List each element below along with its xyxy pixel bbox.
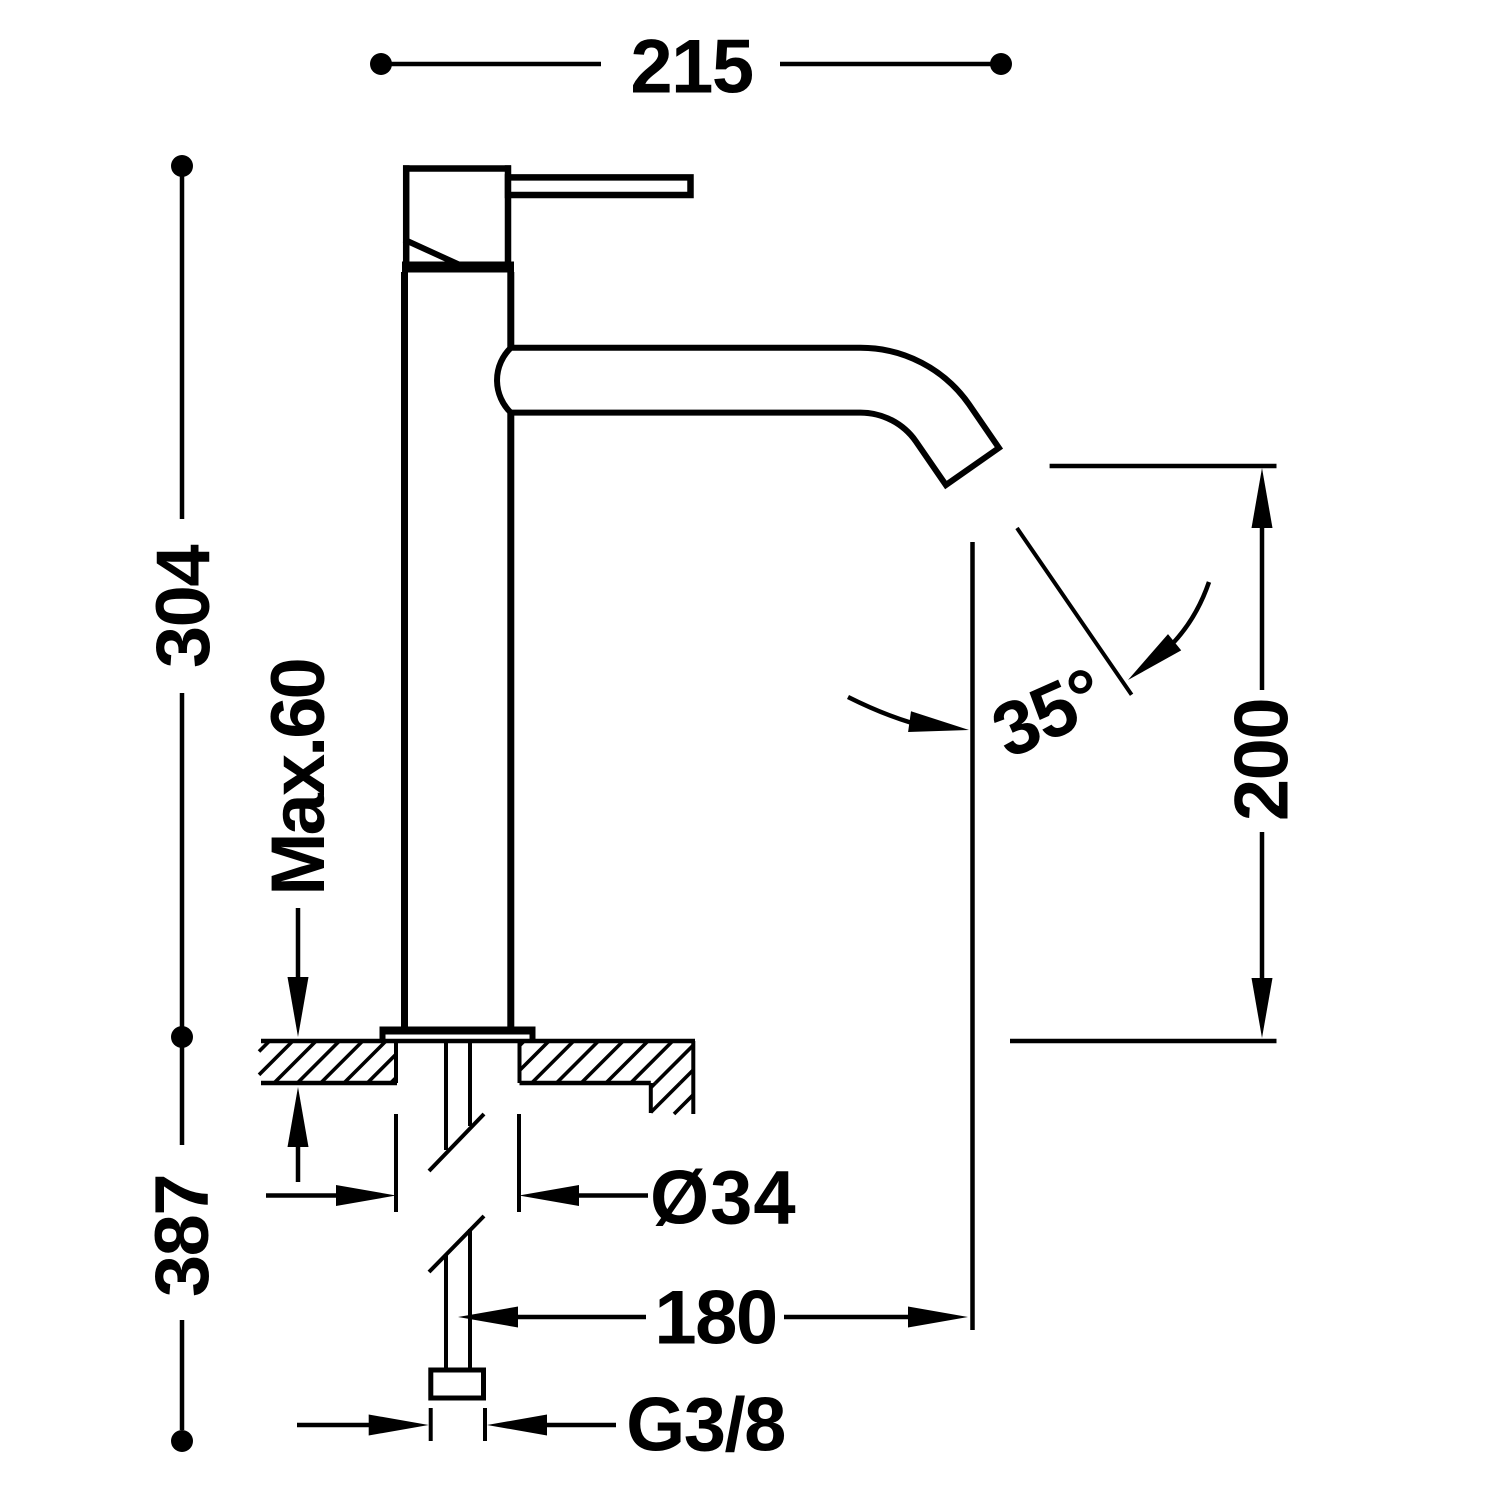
svg-text:180: 180 bbox=[654, 1275, 776, 1360]
svg-text:200: 200 bbox=[1219, 699, 1304, 821]
svg-text:215: 215 bbox=[630, 24, 753, 109]
svg-text:387: 387 bbox=[140, 1175, 225, 1297]
svg-text:Max.60: Max.60 bbox=[256, 660, 341, 896]
svg-text:G3/8: G3/8 bbox=[626, 1382, 785, 1467]
svg-text:Ø34: Ø34 bbox=[650, 1155, 797, 1240]
svg-text:304: 304 bbox=[141, 545, 226, 669]
